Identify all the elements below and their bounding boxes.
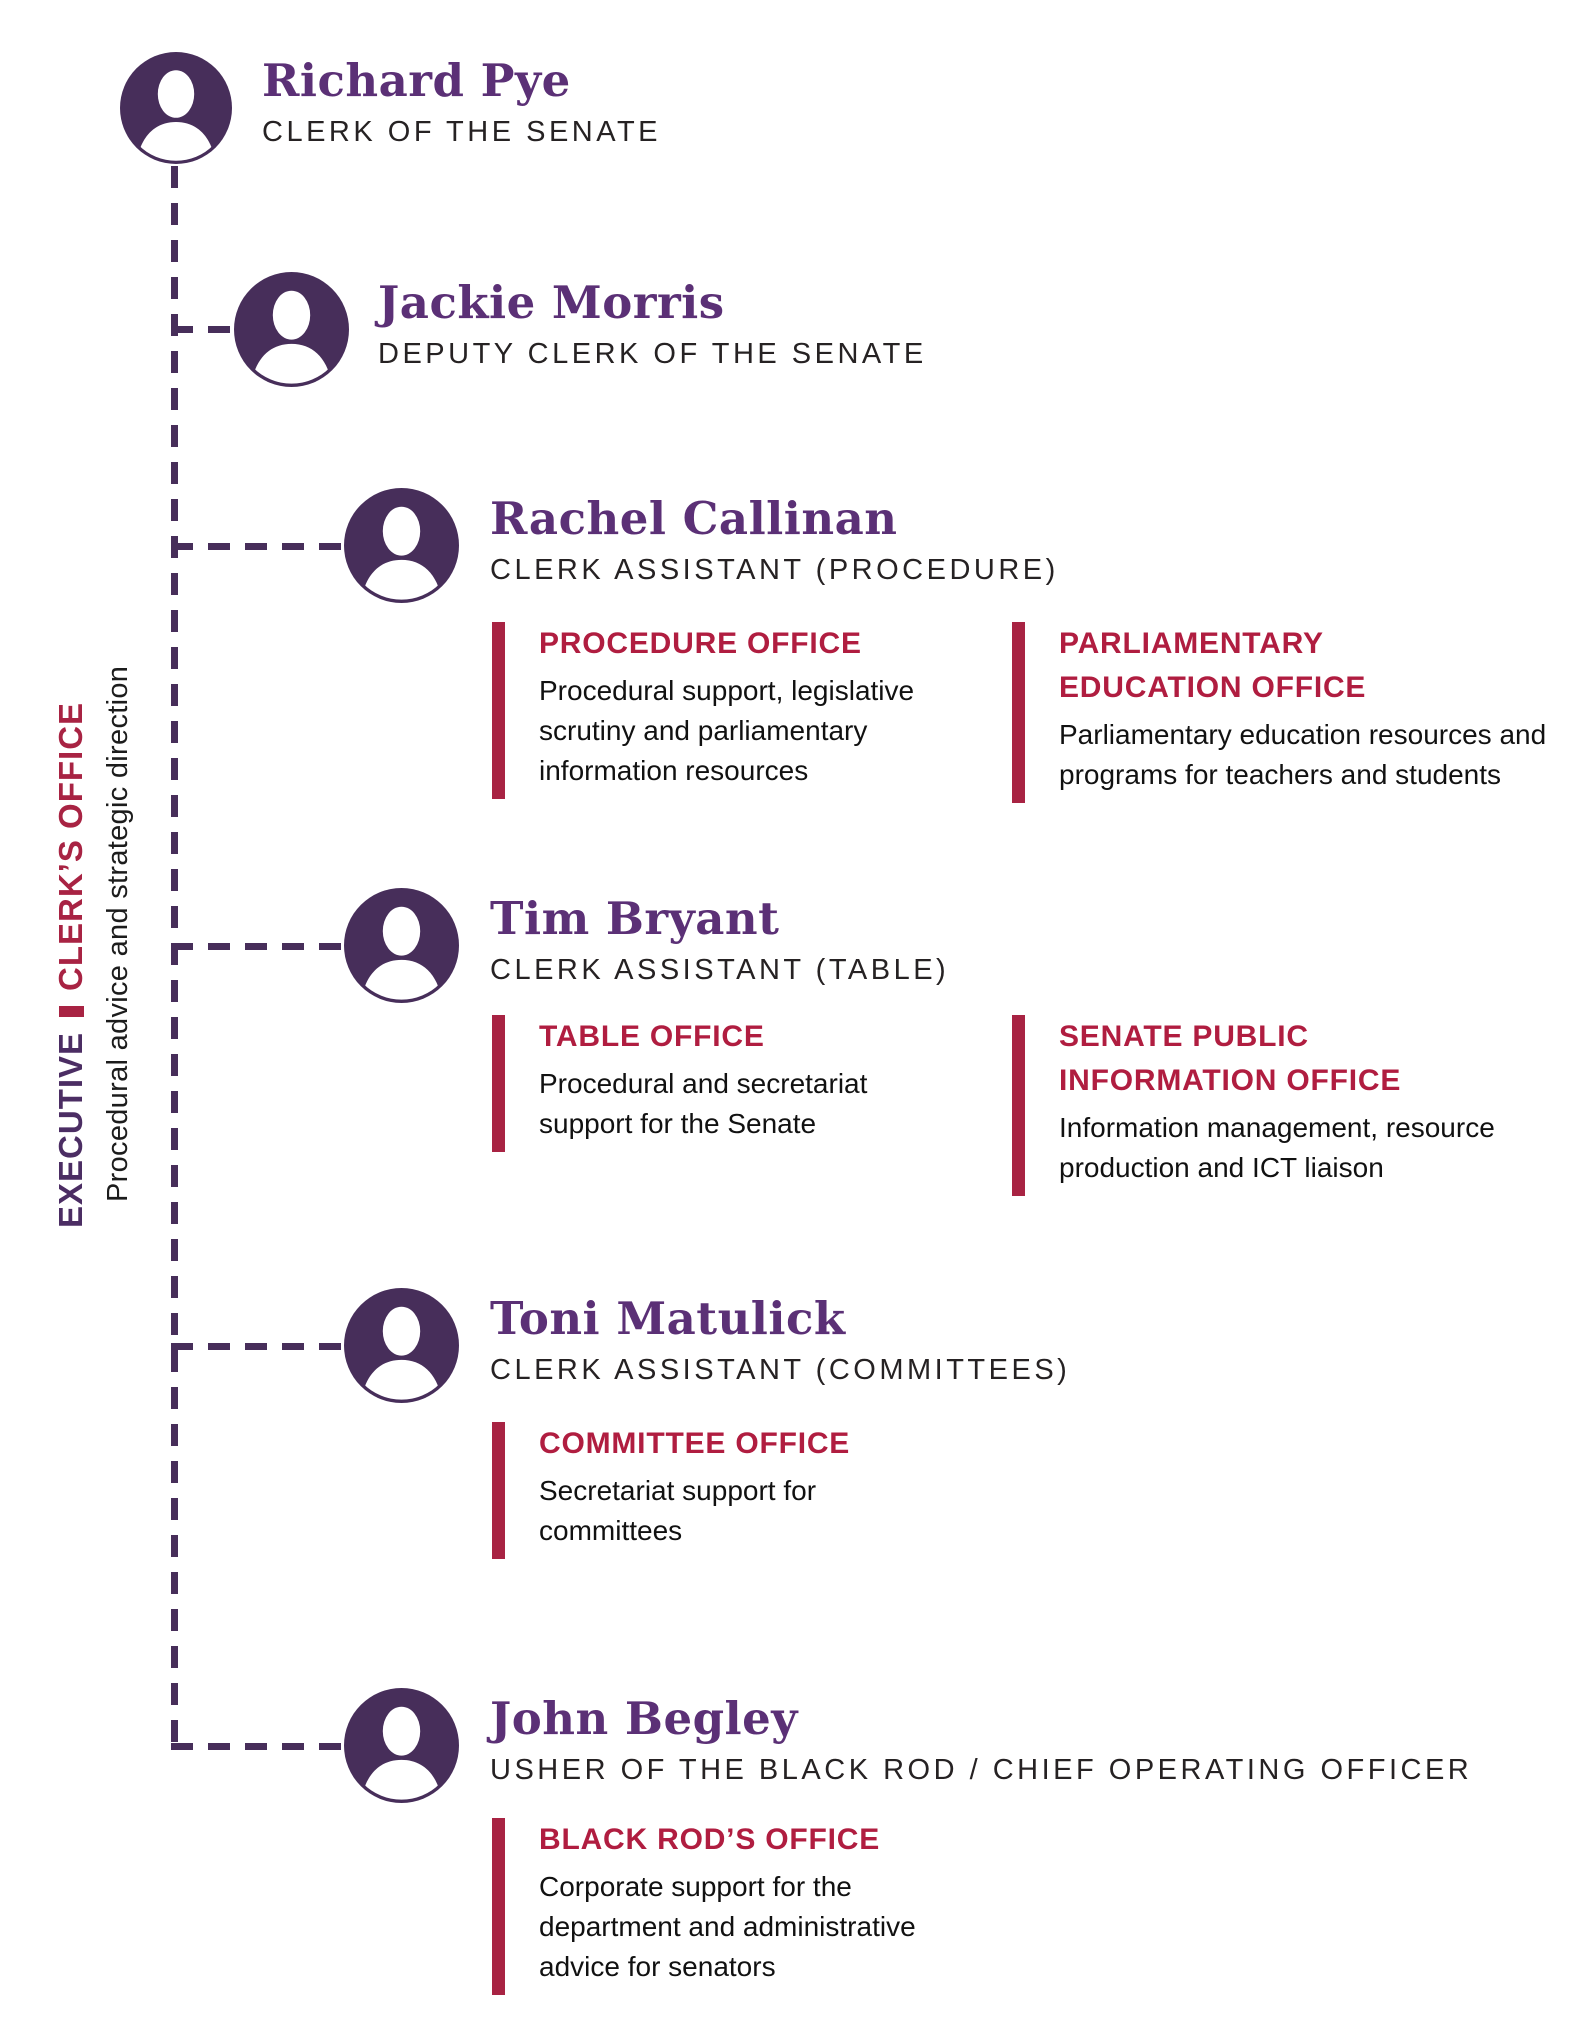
- office-committee: COMMITTEE OFFICE Secretariat support for…: [492, 1422, 992, 1559]
- connector-trunk: [171, 166, 178, 1749]
- connector-branch-table: [171, 943, 350, 950]
- person-rachel-callinan: Rachel Callinan CLERK ASSISTANT (PROCEDU…: [344, 488, 1055, 603]
- person-avatar-icon: [234, 272, 349, 387]
- office-description: Procedural support, legislative scrutiny…: [539, 675, 915, 786]
- office-title: SENATE PUBLIC INFORMATION OFFICE: [1059, 1020, 1402, 1097]
- person-role: CLERK OF THE SENATE: [262, 116, 661, 148]
- office-title: TABLE OFFICE: [539, 1020, 765, 1053]
- person-role: USHER OF THE BLACK ROD / CHIEF OPERATING…: [490, 1754, 1473, 1786]
- person-name: Richard Pye: [262, 54, 571, 107]
- connector-branch-black-rod: [171, 1743, 350, 1750]
- office-title: PARLIAMENTARY EDUCATION OFFICE: [1059, 627, 1367, 704]
- office-accent-bar: [1012, 622, 1025, 803]
- person-avatar-icon: [344, 488, 459, 603]
- office-senate-public-information: SENATE PUBLIC INFORMATION OFFICE Informa…: [1012, 1015, 1596, 1196]
- person-tim-bryant: Tim Bryant CLERK ASSISTANT (TABLE): [344, 888, 946, 1003]
- office-accent-bar: [492, 1015, 505, 1152]
- office-black-rod: BLACK ROD’S OFFICE Corporate support for…: [492, 1818, 992, 1995]
- sidebar-executive-label: EXECUTIVE: [52, 1031, 89, 1228]
- person-avatar-icon: [120, 52, 232, 164]
- office-parliamentary-education: PARLIAMENTARY EDUCATION OFFICE Parliamen…: [1012, 622, 1596, 803]
- person-jackie-morris: Jackie Morris DEPUTY CLERK OF THE SENATE: [234, 272, 923, 387]
- office-title: BLACK ROD’S OFFICE: [539, 1823, 881, 1856]
- office-accent-bar: [492, 1818, 505, 1995]
- person-role: CLERK ASSISTANT (COMMITTEES): [490, 1354, 1071, 1386]
- office-title: COMMITTEE OFFICE: [539, 1427, 851, 1460]
- person-avatar-icon: [344, 1688, 459, 1803]
- person-name: John Begley: [490, 1692, 798, 1745]
- connector-branch-procedure: [171, 543, 350, 550]
- person-name: Tim Bryant: [490, 892, 780, 945]
- sidebar-division-label: EXECUTIVE CLERK’S OFFICE: [52, 702, 90, 1228]
- connector-branch-deputy-clerk: [171, 326, 241, 333]
- person-richard-pye: Richard Pye CLERK OF THE SENATE: [120, 52, 658, 164]
- office-accent-bar: [1012, 1015, 1025, 1196]
- person-name: Toni Matulick: [490, 1292, 846, 1345]
- person-avatar-icon: [344, 1288, 459, 1403]
- person-role: DEPUTY CLERK OF THE SENATE: [378, 338, 927, 370]
- division-separator-bar: [59, 1005, 84, 1017]
- office-procedure: PROCEDURE OFFICE Procedural support, leg…: [492, 622, 992, 799]
- office-table: TABLE OFFICE Procedural and secretariat …: [492, 1015, 992, 1152]
- office-accent-bar: [492, 622, 505, 799]
- connector-branch-committees: [171, 1343, 350, 1350]
- office-description: Parliamentary education resources and pr…: [1059, 719, 1547, 790]
- person-role: CLERK ASSISTANT (TABLE): [490, 954, 950, 986]
- person-avatar-icon: [344, 888, 459, 1003]
- person-name: Rachel Callinan: [490, 492, 898, 545]
- person-john-begley: John Begley USHER OF THE BLACK ROD / CHI…: [344, 1688, 1469, 1803]
- sidebar-division-description: Procedural advice and strategic directio…: [102, 665, 134, 1202]
- office-title: PROCEDURE OFFICE: [539, 627, 862, 660]
- sidebar-clerks-office-label: CLERK’S OFFICE: [52, 701, 89, 991]
- person-toni-matulick: Toni Matulick CLERK ASSISTANT (COMMITTEE…: [344, 1288, 1067, 1403]
- office-accent-bar: [492, 1422, 505, 1559]
- office-description: Information management, resource product…: [1059, 1112, 1495, 1183]
- person-role: CLERK ASSISTANT (PROCEDURE): [490, 554, 1059, 586]
- office-description: Procedural and secretariat support for t…: [539, 1068, 868, 1139]
- office-description: Secretariat support for committees: [539, 1475, 817, 1546]
- office-description: Corporate support for the department and…: [539, 1871, 916, 1982]
- person-name: Jackie Morris: [378, 276, 725, 329]
